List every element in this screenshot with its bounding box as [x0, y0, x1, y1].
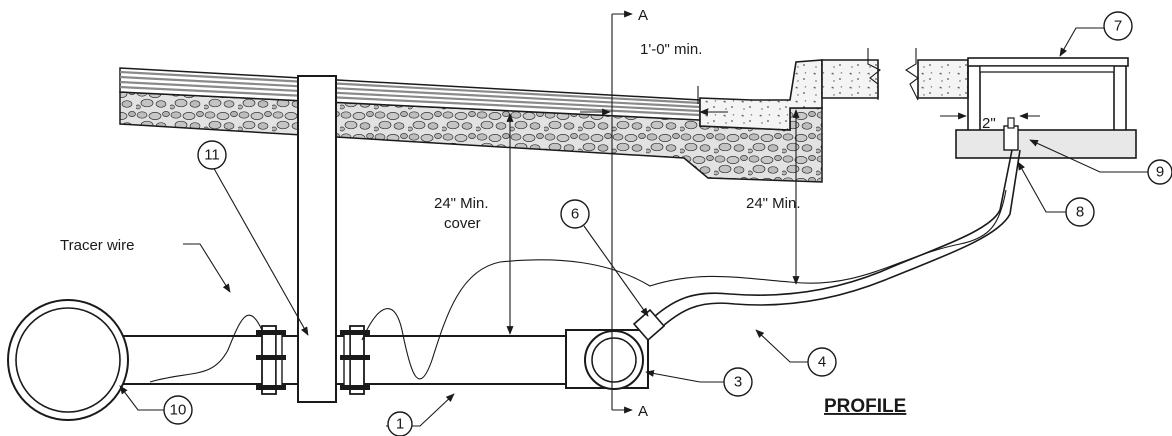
break-line-left [867, 48, 882, 100]
dim-2in-label: 2" [982, 115, 996, 132]
callout-4: 4 [807, 347, 837, 377]
sidewalk-slab [821, 59, 879, 99]
svg-text:1: 1 [396, 416, 404, 433]
callouts: 7 9 8 11 6 4 3 1 [163, 11, 1172, 436]
dim-24-cover-label-2: cover [444, 215, 481, 232]
section-a-top-label: A [638, 7, 648, 24]
curb-stop-valve [1003, 125, 1019, 151]
svg-text:7: 7 [1114, 18, 1122, 35]
tracer-wire-label: Tracer wire [60, 237, 134, 254]
callout-11: 11 [197, 140, 227, 170]
svg-text:6: 6 [571, 206, 579, 223]
callout-9: 9 [1147, 159, 1172, 185]
tracer-wire [149, 189, 1007, 383]
callout-8: 8 [1065, 197, 1095, 227]
dim-24-min-label: 24" Min. [746, 195, 801, 212]
svg-text:10: 10 [170, 402, 187, 419]
dim-1ft-min-label: 1'-0" min. [640, 41, 702, 58]
leader-lines [119, 27, 1150, 427]
break-line-right [904, 48, 919, 101]
section-a-bottom-label: A [638, 403, 648, 420]
flanged-coupling-left [256, 325, 286, 395]
svg-text:11: 11 [204, 147, 220, 164]
svg-text:4: 4 [818, 354, 826, 371]
meter-box [955, 57, 1137, 159]
flanged-coupling-right [340, 325, 370, 395]
meter-box-base [955, 129, 1137, 159]
meter-box-walls [967, 66, 1127, 130]
dim-24-cover-label-1: 24" Min. [434, 195, 489, 212]
callout-3: 3 [723, 367, 753, 397]
service-tap-inner [591, 337, 637, 383]
profile-title: PROFILE [824, 396, 906, 417]
svg-text:8: 8 [1076, 204, 1084, 221]
svg-text:9: 9 [1156, 164, 1164, 181]
svg-text:3: 3 [734, 374, 742, 391]
service-line [632, 149, 1021, 342]
callout-1: 1 [387, 411, 413, 436]
vertical-post [297, 75, 337, 403]
water-main [7, 75, 649, 421]
callout-6: 6 [560, 199, 590, 229]
road-section [119, 48, 969, 183]
sidewalk-slab-right [917, 59, 969, 99]
callout-10: 10 [163, 395, 193, 425]
dimensions [506, 10, 1040, 414]
main-pipe-end-inner [15, 307, 121, 413]
callout-7: 7 [1103, 11, 1133, 41]
meter-box-lid [967, 57, 1129, 67]
